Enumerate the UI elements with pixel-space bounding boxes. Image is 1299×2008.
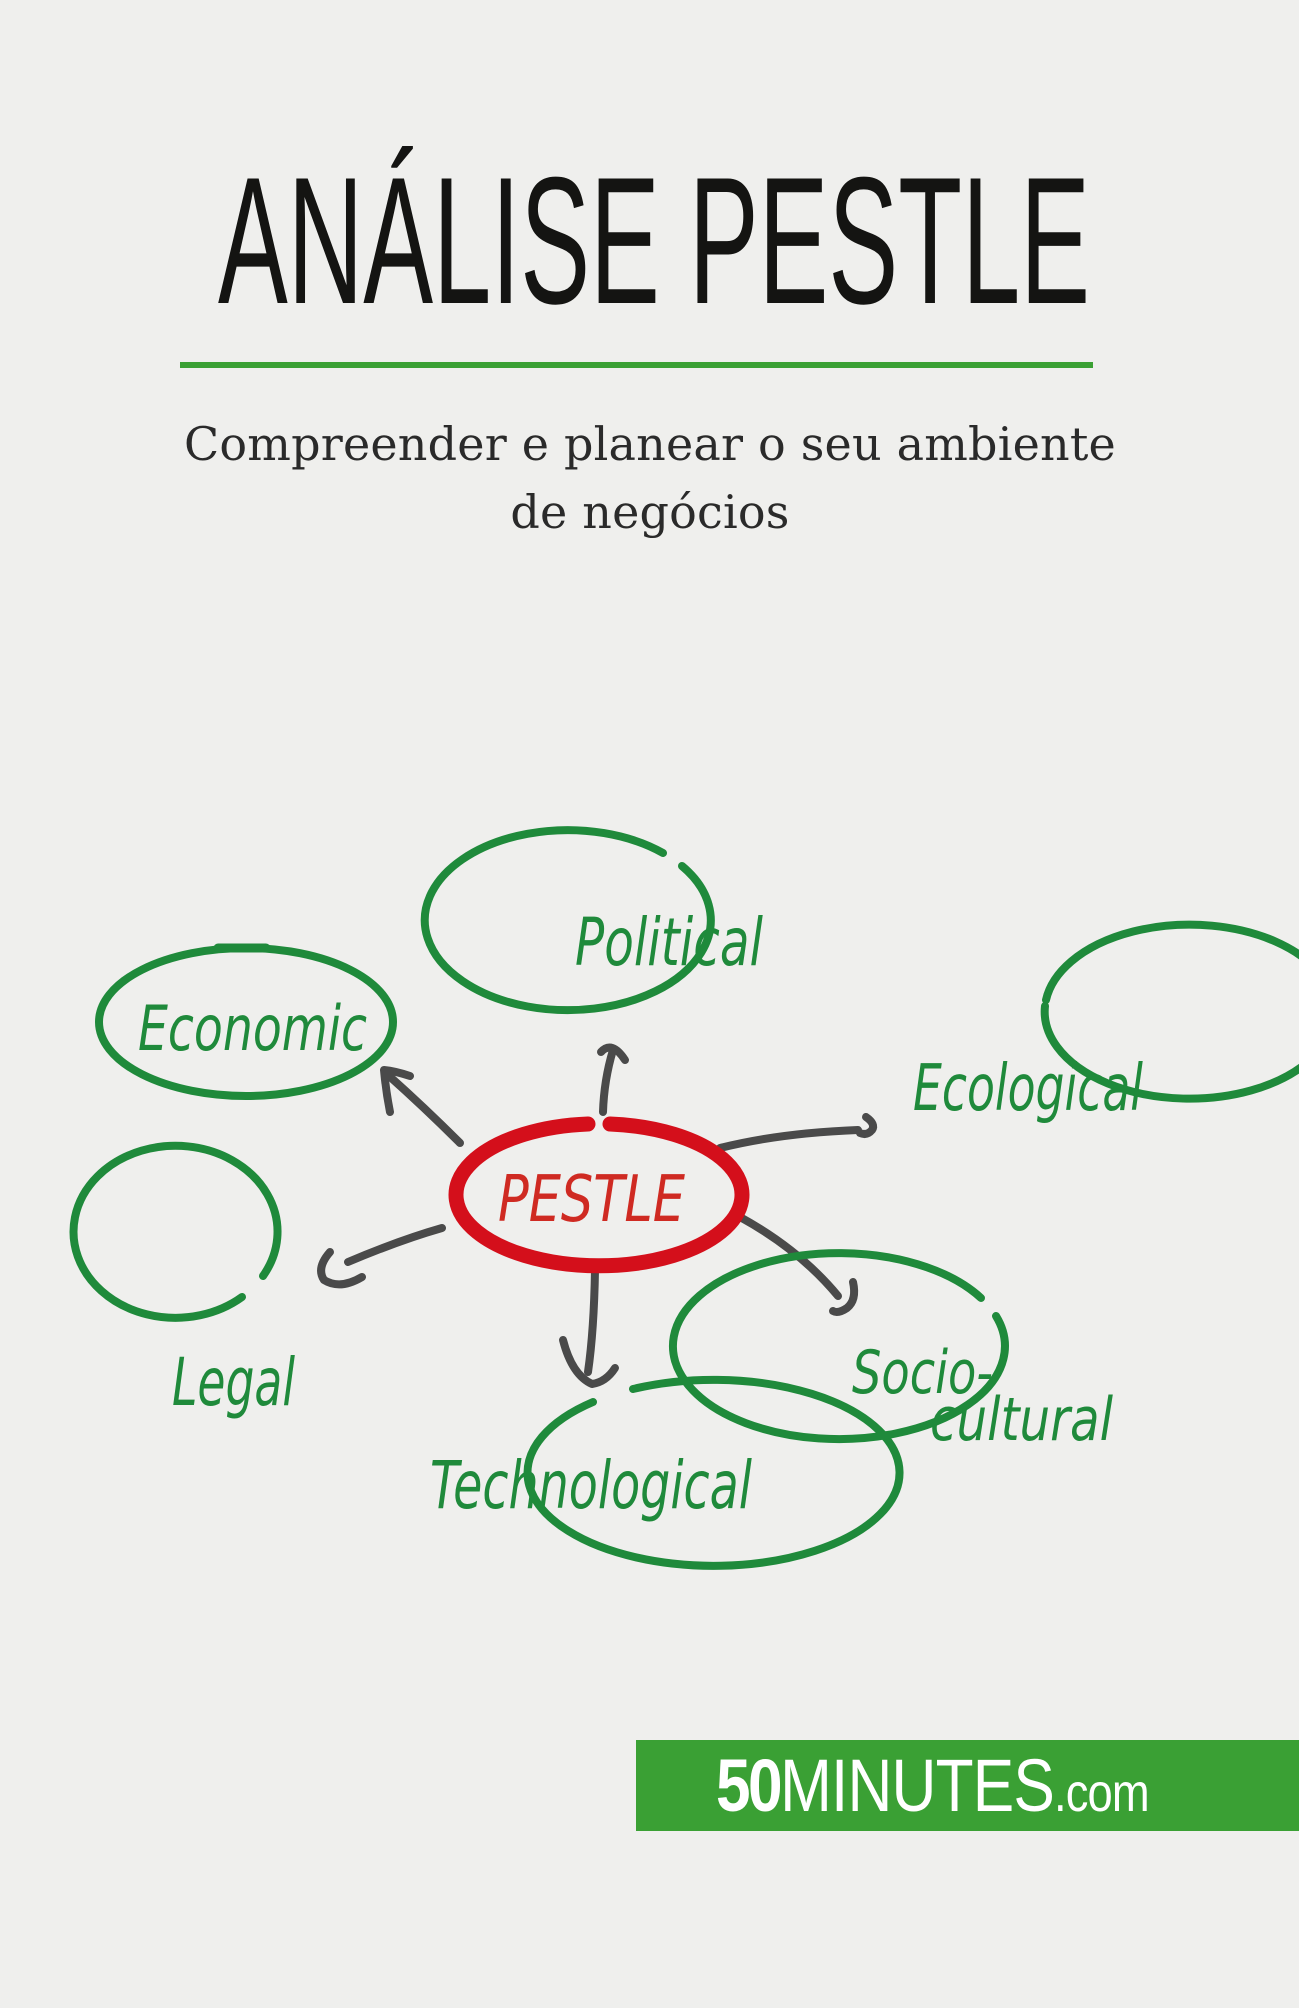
node-economic: Economic	[95, 943, 397, 1100]
ecological-label: Ecological	[913, 1052, 1143, 1126]
arrow-to-legal	[317, 1224, 446, 1289]
title-block: ANÁLISE PESTLE	[218, 140, 1090, 330]
book-subtitle: Compreender e planear o seu ambiente de …	[150, 410, 1150, 546]
arrow-to-ecological	[716, 1113, 878, 1152]
sociocultural-label-line-2: cultural	[930, 1385, 1113, 1455]
pestle-diagram: PESTLE Political Economic Ecological Leg…	[69, 826, 1299, 1570]
arrows	[317, 1043, 878, 1388]
publisher-logo: 50MINUTES.com	[716, 1740, 1150, 1831]
technological-ellipse	[523, 1375, 904, 1570]
node-ecological: Ecological	[913, 920, 1299, 1126]
sociocultural-ellipse	[668, 1249, 1009, 1444]
subtitle-line-1: Compreender e planear o seu ambiente	[184, 417, 1116, 471]
sociocultural-label-line-1: Socio-	[852, 1338, 993, 1408]
arrow-to-political	[597, 1043, 629, 1116]
pestle-ellipse	[448, 1116, 750, 1274]
political-label: Political	[575, 904, 763, 981]
logo-number: 50	[716, 1744, 783, 1827]
node-technological: Technological	[430, 1375, 904, 1570]
ecological-ellipse	[1040, 920, 1299, 1103]
pestle-label: PESTLE	[498, 1163, 685, 1237]
subtitle-line-2: de negócios	[510, 485, 790, 539]
logo-word: MINUTES	[780, 1744, 1055, 1827]
arrow-to-economic	[380, 1066, 464, 1147]
economic-label: Economic	[138, 992, 367, 1065]
book-title: ANÁLISE PESTLE	[218, 140, 1090, 330]
technological-label: Technological	[430, 1447, 752, 1524]
political-ellipse	[420, 826, 715, 1015]
legal-ellipse	[69, 1141, 282, 1322]
node-political: Political	[420, 826, 763, 1015]
node-legal: Legal	[69, 1141, 295, 1421]
title-underline	[180, 362, 1093, 368]
legal-label: Legal	[172, 1344, 295, 1421]
center-node-pestle: PESTLE	[448, 1116, 750, 1274]
node-sociocultural: Socio- cultural	[668, 1249, 1113, 1455]
publisher-logo-banner: 50MINUTES.com	[636, 1740, 1299, 1831]
logo-domain: .com	[1053, 1763, 1150, 1823]
arrow-to-technological	[559, 1266, 619, 1388]
